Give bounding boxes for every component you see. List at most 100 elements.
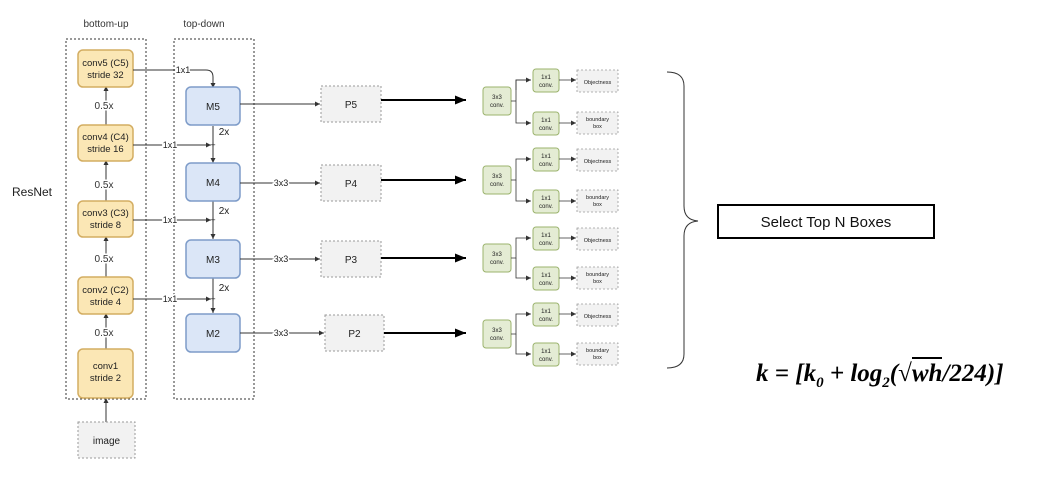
rpn-cls-box xyxy=(532,302,560,327)
objectness-box xyxy=(576,303,619,327)
boundary-label: boundary xyxy=(586,195,609,201)
rpn-head-p3: 3x3 conv. 1x1 conv. 1x1 conv. Objectness… xyxy=(482,226,619,291)
boundary-label: box xyxy=(593,124,602,130)
rpn-reg-box xyxy=(532,189,560,214)
merge-m3: M3 xyxy=(185,239,241,279)
formula-open: ( xyxy=(889,360,899,387)
backbone-stride: stride 8 xyxy=(90,220,121,231)
merge-label: M5 xyxy=(206,102,220,113)
rpn-cls-label: conv. xyxy=(539,241,553,247)
lateral-label: 1x1 xyxy=(176,65,191,75)
select-top-n-box xyxy=(717,204,935,239)
rpn-conv-box xyxy=(482,319,512,349)
rpn-conv-label: 3x3 xyxy=(492,252,502,258)
rpn-cls-label: 1x1 xyxy=(541,75,551,81)
upsample-label: 2x xyxy=(219,206,230,217)
rpn-conv-box xyxy=(482,86,512,116)
pyramid-label: P2 xyxy=(348,329,361,340)
rpn-branch-lines xyxy=(511,156,531,181)
upsample-label: 2x xyxy=(219,127,230,138)
rpn-cls-label: 1x1 xyxy=(541,154,551,160)
backbone-name: conv4 (C4) xyxy=(82,132,128,143)
image-input-box xyxy=(77,421,136,459)
rpn-conv-box xyxy=(482,165,512,195)
pyramid-box xyxy=(320,85,382,123)
rpn-reg-box xyxy=(532,342,560,367)
objectness-label: Objectness xyxy=(584,238,612,244)
formula-k: k xyxy=(756,360,769,387)
downsample-label: 0.5x xyxy=(95,101,114,112)
rpn-conv-box xyxy=(482,243,512,273)
rpn-reg-label: 1x1 xyxy=(541,273,551,279)
rpn-conv-label: conv. xyxy=(490,103,504,109)
rpn-head-p4: 3x3 conv. 1x1 conv. 1x1 conv. Objectness… xyxy=(482,147,619,214)
rpn-branch-lines xyxy=(515,334,531,357)
smooth-label: 3x3 xyxy=(274,254,289,264)
downsample-label: 0.5x xyxy=(95,180,114,191)
formula-wh: wh xyxy=(911,357,943,387)
boundary-label: box xyxy=(593,202,602,208)
merge-box xyxy=(185,86,241,126)
downsample-label: 0.5x xyxy=(95,254,114,265)
pyramid-box xyxy=(320,164,382,202)
plus-icon: + xyxy=(210,294,215,304)
objectness-label: Objectness xyxy=(584,80,612,86)
select-top-n-label: Select Top N Boxes xyxy=(761,214,892,231)
rpn-conv-label: 3x3 xyxy=(492,95,502,101)
lateral-label: 1x1 xyxy=(163,294,178,304)
merge-m4: M4 xyxy=(185,162,241,202)
plus-icon: + xyxy=(210,215,215,225)
formula-eq: = [ xyxy=(768,360,804,387)
rpn-conv-label: 3x3 xyxy=(492,328,502,334)
rpn-branch-lines xyxy=(511,311,531,335)
lateral-label: 1x1 xyxy=(163,140,178,150)
rpn-reg-box xyxy=(532,266,560,291)
boundary-label: box xyxy=(593,279,602,285)
plus-icon: + xyxy=(210,140,215,150)
backbone-name: conv5 (C5) xyxy=(82,58,128,69)
rpn-cls-box xyxy=(532,147,560,172)
rpn-conv-label: conv. xyxy=(490,260,504,266)
merge-label: M2 xyxy=(206,329,220,340)
rpn-reg-box xyxy=(532,111,560,136)
rpn-branch-lines xyxy=(511,235,531,259)
rpn-cls-box xyxy=(532,68,560,93)
pyramid-p2: P2 xyxy=(324,314,385,352)
pyramid-label: P3 xyxy=(345,255,358,266)
backbone-c3: conv3 (C3) stride 8 xyxy=(77,200,134,238)
formula-log-sub: 2 xyxy=(882,375,890,391)
backbone-name: conv2 (C2) xyxy=(82,285,128,296)
image-input-label: image xyxy=(93,436,121,447)
formula-plus: + xyxy=(823,360,851,387)
rpn-cls-label: 1x1 xyxy=(541,309,551,315)
pyramid-p5: P5 xyxy=(320,85,382,123)
boundary-label: boundary xyxy=(586,117,609,123)
pyramid-box xyxy=(324,314,385,352)
backbone-stride: stride 2 xyxy=(90,373,121,384)
lateral-label: 1x1 xyxy=(163,215,178,225)
formula-rest: /224)] xyxy=(942,360,1004,387)
rpn-head-p2: 3x3 conv. 1x1 conv. 1x1 conv. Objectness… xyxy=(482,302,619,367)
backbone-stride: stride 4 xyxy=(90,297,121,308)
rpn-cls-label: 1x1 xyxy=(541,233,551,239)
rpn-conv-label: conv. xyxy=(490,182,504,188)
rpn-branch-lines xyxy=(515,77,531,90)
backbone-name: conv1 xyxy=(93,361,118,372)
backbone-c2: conv2 (C2) stride 4 xyxy=(77,276,134,315)
objectness-box xyxy=(576,148,619,172)
smooth-label: 3x3 xyxy=(274,328,289,338)
top-down-label: top-down xyxy=(183,19,224,30)
objectness-label: Objectness xyxy=(584,159,612,165)
rpn-conv-label: 3x3 xyxy=(492,174,502,180)
boundary-box xyxy=(576,342,619,366)
bottom-up-label: bottom-up xyxy=(83,19,128,30)
backbone-box xyxy=(77,348,134,399)
merge-label: M4 xyxy=(206,178,220,189)
rpn-branch-lines xyxy=(515,180,531,204)
backbone-c1: conv1 stride 2 xyxy=(77,348,134,399)
top-down-container xyxy=(173,38,255,400)
downsample-label: 0.5x xyxy=(95,328,114,339)
backbone-box xyxy=(77,276,134,315)
lateral-arrow-c5 xyxy=(133,69,216,88)
